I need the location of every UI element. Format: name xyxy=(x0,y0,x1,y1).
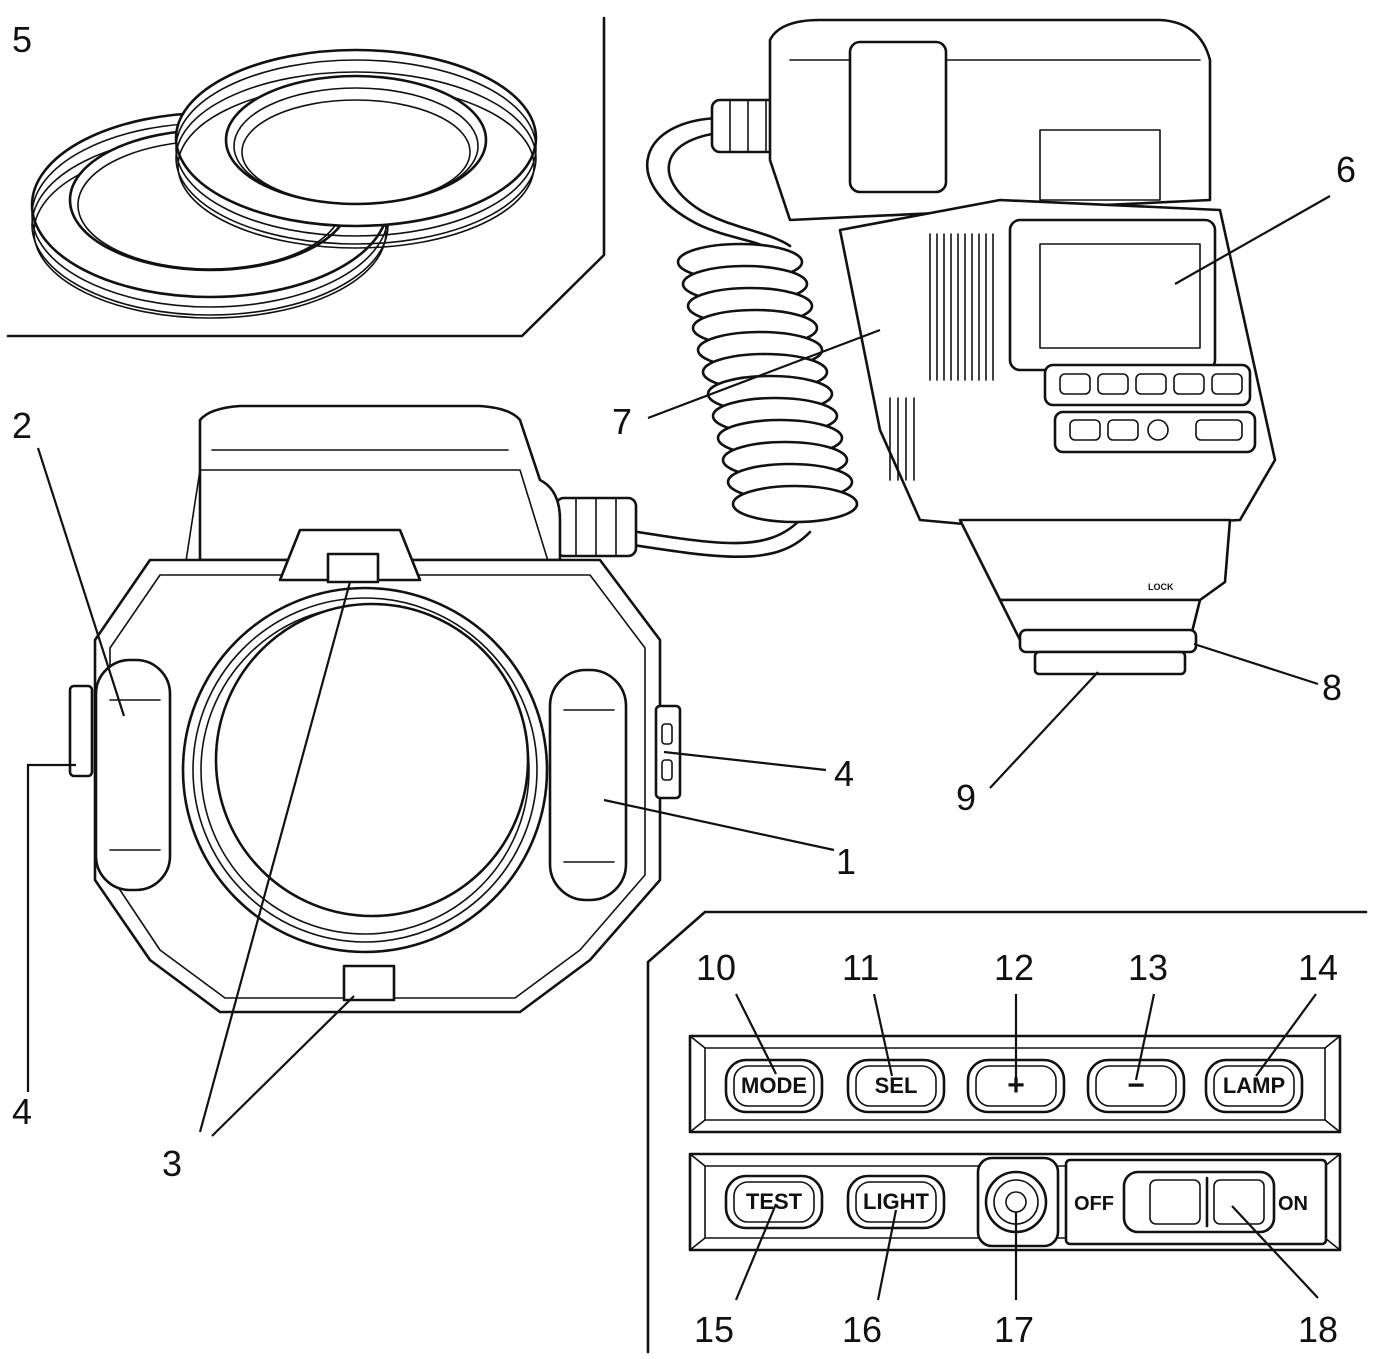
callout-3: 3 xyxy=(162,1143,182,1184)
callout-16: 16 xyxy=(842,1309,882,1350)
callout-14: 14 xyxy=(1298,947,1338,988)
indicator-lamp xyxy=(976,1156,1060,1248)
plus-label: + xyxy=(1007,1069,1025,1102)
callout-4-right: 4 xyxy=(834,753,854,794)
button-light[interactable]: LIGHT xyxy=(846,1174,946,1230)
callout-12: 12 xyxy=(994,947,1034,988)
callout-6: 6 xyxy=(1336,149,1356,190)
callout-1: 1 xyxy=(836,841,856,882)
callout-13: 13 xyxy=(1128,947,1168,988)
callout-18: 18 xyxy=(1298,1309,1338,1350)
flash-controller-icon: LOCK xyxy=(768,18,1277,676)
button-lamp[interactable]: LAMP xyxy=(1204,1058,1304,1114)
adapter-rings-box xyxy=(6,16,606,338)
switch-off-label: OFF xyxy=(1074,1193,1114,1215)
button-test[interactable]: TEST xyxy=(724,1174,824,1230)
lock-label: LOCK xyxy=(1148,582,1174,592)
callout-2: 2 xyxy=(12,405,32,446)
callout-17: 17 xyxy=(994,1309,1034,1350)
callout-7: 7 xyxy=(612,401,632,442)
callout-10: 10 xyxy=(696,947,736,988)
button-mode[interactable]: MODE xyxy=(724,1058,824,1114)
light-label: LIGHT xyxy=(863,1189,930,1214)
power-switch[interactable]: OFF ON xyxy=(1064,1158,1328,1246)
ring-flash-icon xyxy=(68,404,682,1014)
button-sel[interactable]: SEL xyxy=(846,1058,946,1114)
leader-lines xyxy=(26,195,1331,1301)
callout-15: 15 xyxy=(694,1309,734,1350)
sel-label: SEL xyxy=(875,1073,918,1098)
minus-label: − xyxy=(1127,1069,1145,1102)
cable-coil xyxy=(731,484,859,524)
callout-11: 11 xyxy=(842,947,879,988)
coiled-cable-icon xyxy=(554,98,859,558)
adapter-rings-icon xyxy=(30,48,538,319)
callout-4-left: 4 xyxy=(12,1091,32,1132)
callout-9: 9 xyxy=(956,777,976,818)
lamp-label: LAMP xyxy=(1223,1073,1285,1098)
button-minus[interactable]: − xyxy=(1086,1058,1186,1114)
callout-8: 8 xyxy=(1322,667,1342,708)
mode-label: MODE xyxy=(741,1073,807,1098)
callout-5: 5 xyxy=(12,19,32,60)
switch-on-label: ON xyxy=(1278,1193,1308,1215)
callout-numbers: 5 2 4 3 4 1 6 7 8 9 10 11 12 13 14 15 16… xyxy=(12,19,1356,1350)
